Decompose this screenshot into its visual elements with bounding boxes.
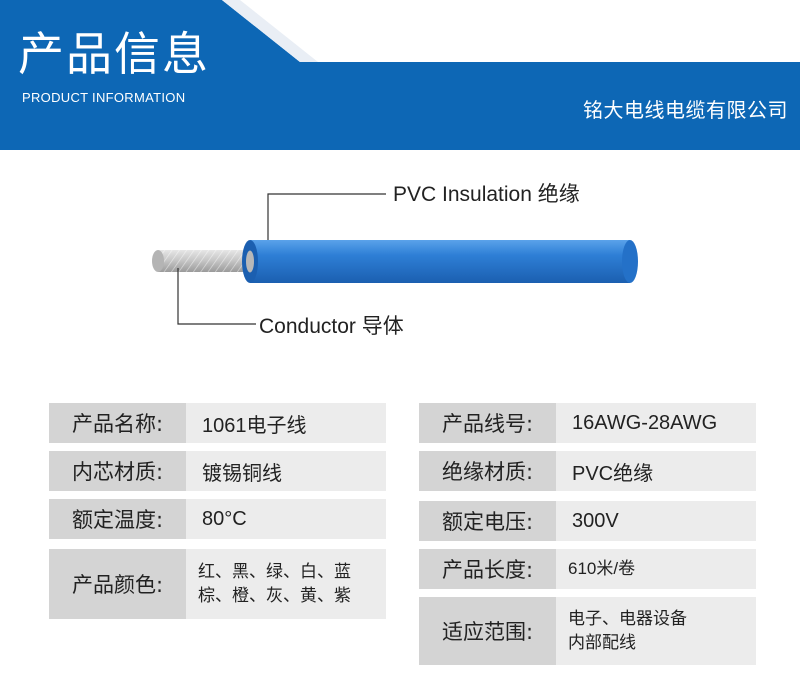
spec-row-insulation-material: 绝缘材质: PVC绝缘 <box>419 451 756 491</box>
banner-shape <box>0 0 800 150</box>
spec-row-core-material: 内芯材质: 镀锡铜线 <box>49 451 386 491</box>
insulation-leader-line <box>267 193 386 240</box>
spec-label: 产品名称: <box>49 403 186 443</box>
spec-value: 红、黑、绿、白、蓝 棕、橙、灰、黄、紫 <box>186 549 386 619</box>
spec-value: 镀锡铜线 <box>186 451 386 491</box>
spec-value-line: 红、黑、绿、白、蓝 <box>198 562 351 581</box>
spec-value: PVC绝缘 <box>556 451 756 491</box>
spec-value: 80°C <box>186 499 386 539</box>
conductor-leader-line <box>177 268 256 325</box>
page-subtitle: PRODUCT INFORMATION <box>22 90 186 105</box>
insulation-jacket <box>242 240 638 283</box>
spec-label: 额定温度: <box>49 499 186 539</box>
cable-diagram: PVC Insulation 绝缘 Conductor 导体 <box>0 150 800 380</box>
page-title: 产品信息 <box>18 27 210 81</box>
spec-row-colors: 产品颜色: 红、黑、绿、白、蓝 棕、橙、灰、黄、紫 <box>49 549 386 619</box>
spec-row-application: 适应范围: 电子、电器设备 内部配线 <box>419 597 756 665</box>
spec-label: 内芯材质: <box>49 451 186 491</box>
spec-value-line: 电子、电器设备 <box>568 609 687 628</box>
spec-value: 16AWG-28AWG <box>556 403 756 443</box>
spec-row-length: 产品长度: 610米/卷 <box>419 549 756 589</box>
spec-row-product-name: 产品名称: 1061电子线 <box>49 403 386 443</box>
conductor-label: Conductor 导体 <box>259 315 404 338</box>
cable-illustration <box>152 193 638 325</box>
company-name: 铭大电线电缆有限公司 <box>583 98 788 122</box>
spec-value-line: 内部配线 <box>568 633 636 652</box>
insulation-label: PVC Insulation 绝缘 <box>393 183 580 206</box>
header-banner: 产品信息 PRODUCT INFORMATION 铭大电线电缆有限公司 <box>0 0 800 150</box>
spec-label: 产品长度: <box>419 549 556 589</box>
spec-row-rated-voltage: 额定电压: 300V <box>419 501 756 541</box>
spec-label: 产品线号: <box>419 403 556 443</box>
spec-value: 1061电子线 <box>186 403 386 443</box>
conductor-strands <box>152 250 250 272</box>
spec-value: 610米/卷 <box>556 549 756 589</box>
spec-row-wire-gauge: 产品线号: 16AWG-28AWG <box>419 403 756 443</box>
spec-label: 产品颜色: <box>49 549 186 619</box>
spec-value-line: 棕、橙、灰、黄、紫 <box>198 586 351 605</box>
spec-label: 绝缘材质: <box>419 451 556 491</box>
spec-label: 适应范围: <box>419 597 556 665</box>
spec-value: 电子、电器设备 内部配线 <box>556 597 756 665</box>
spec-value: 300V <box>556 501 756 541</box>
spec-label: 额定电压: <box>419 501 556 541</box>
spec-row-rated-temperature: 额定温度: 80°C <box>49 499 386 539</box>
